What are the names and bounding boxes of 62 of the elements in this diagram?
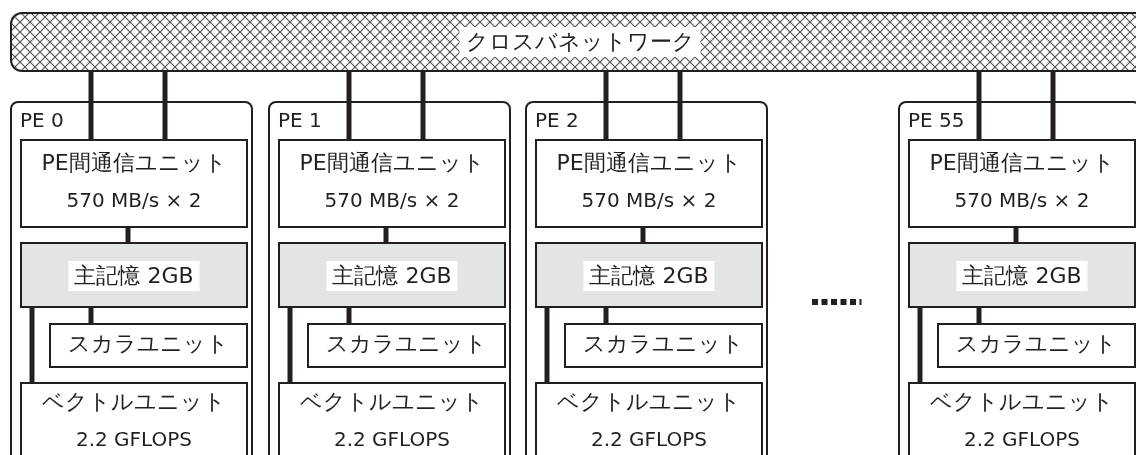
network-label: クロスバネットワーク xyxy=(459,27,701,58)
unit-name: 主記憶 2GB xyxy=(583,261,715,292)
pe-frame xyxy=(10,101,253,455)
communication-unit-box xyxy=(535,139,763,228)
unit-spec: 570 MB/s × 2 xyxy=(66,189,202,211)
pe-label: PE 0 xyxy=(20,109,64,131)
pe-frame xyxy=(268,101,511,455)
connection-line xyxy=(29,307,35,383)
unit-name: ベクトルユニット xyxy=(557,390,741,415)
main-memory-box xyxy=(908,242,1136,308)
pe-frame xyxy=(525,101,768,455)
pe-label: PE 2 xyxy=(535,109,579,131)
unit-name: PE間通信ユニット xyxy=(929,151,1115,176)
unit-spec: 570 MB/s × 2 xyxy=(324,189,460,211)
crossbar-network-bar xyxy=(10,12,1136,72)
unit-name: ベクトルユニット xyxy=(42,390,226,415)
pe-label: PE 1 xyxy=(278,109,322,131)
unit-name: ベクトルユニット xyxy=(930,390,1114,415)
scalar-unit-box xyxy=(49,323,248,368)
vector-unit-box xyxy=(278,382,506,455)
main-memory-box xyxy=(20,242,248,308)
connection-line xyxy=(677,71,683,140)
connection-line xyxy=(1050,71,1056,140)
unit-name: PE間通信ユニット xyxy=(556,151,742,176)
unit-name: PE間通信ユニット xyxy=(299,151,485,176)
vector-unit-box xyxy=(20,382,248,455)
connection-line xyxy=(976,71,982,140)
unit-name: 主記憶 2GB xyxy=(68,261,200,292)
connection-line xyxy=(287,307,293,383)
unit-name: ベクトルユニット xyxy=(300,390,484,415)
pe-frame xyxy=(898,101,1136,455)
unit-spec: 570 MB/s × 2 xyxy=(954,189,1090,211)
unit-spec: 570 MB/s × 2 xyxy=(581,189,717,211)
pe-label: PE 55 xyxy=(908,109,965,131)
unit-name: PE間通信ユニット xyxy=(41,151,227,176)
unit-name: 主記憶 2GB xyxy=(326,261,458,292)
unit-spec: 2.2 GFLOPS xyxy=(75,428,193,450)
connection-line xyxy=(544,307,550,383)
scalar-unit-box xyxy=(937,323,1136,368)
connection-line xyxy=(346,71,352,140)
unit-name: 主記憶 2GB xyxy=(956,261,1088,292)
vector-unit-box xyxy=(908,382,1136,455)
unit-name: スカラユニット xyxy=(326,332,487,357)
connection-line xyxy=(917,307,923,383)
main-memory-box xyxy=(278,242,506,308)
unit-name: スカラユニット xyxy=(583,332,744,357)
connection-line xyxy=(420,71,426,140)
unit-spec: 2.2 GFLOPS xyxy=(963,428,1081,450)
main-memory-box xyxy=(535,242,763,308)
communication-unit-box xyxy=(278,139,506,228)
unit-name: スカラユニット xyxy=(68,332,229,357)
vector-unit-box xyxy=(535,382,763,455)
connection-line xyxy=(162,71,168,140)
scalar-unit-box xyxy=(564,323,763,368)
unit-spec: 2.2 GFLOPS xyxy=(333,428,451,450)
communication-unit-box xyxy=(908,139,1136,228)
unit-name: スカラユニット xyxy=(956,332,1117,357)
connection-line xyxy=(88,71,94,140)
scalar-unit-box xyxy=(307,323,506,368)
unit-spec: 2.2 GFLOPS xyxy=(590,428,708,450)
connection-line xyxy=(603,71,609,140)
communication-unit-box xyxy=(20,139,248,228)
